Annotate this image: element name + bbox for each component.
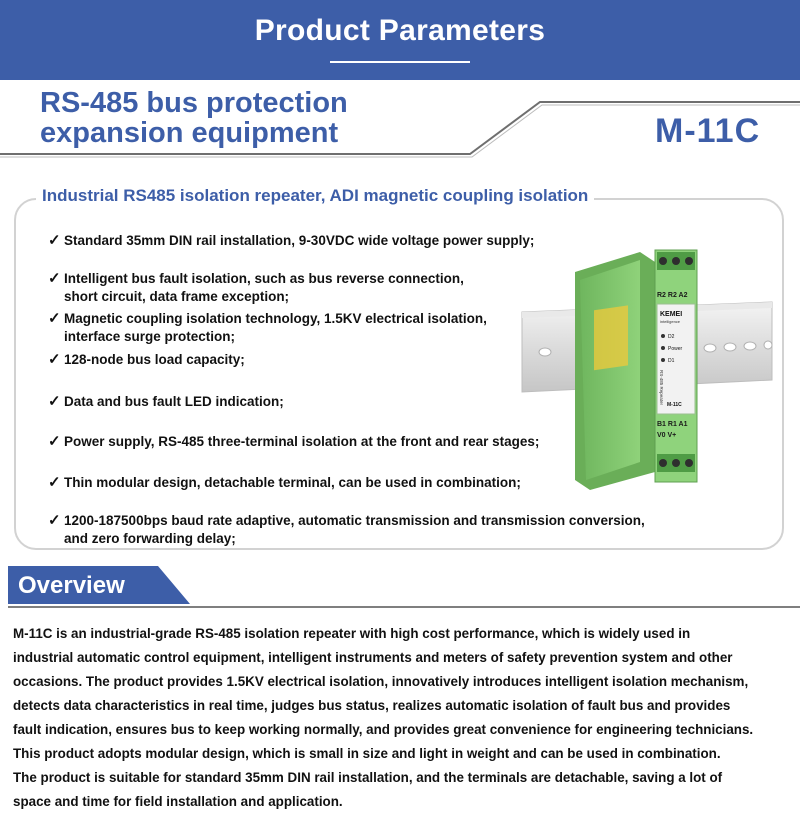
overview-banner: [8, 566, 800, 608]
feature-item: ✓Magnetic coupling isolation technology,…: [48, 310, 487, 344]
check-icon: ✓: [48, 351, 61, 368]
feature-item: ✓Power supply, RS-485 three-terminal iso…: [48, 433, 540, 450]
brand-sub-label: intelligence: [660, 319, 681, 324]
led-power-label: Power: [668, 346, 683, 352]
check-icon: ✓: [48, 393, 61, 410]
bottom-terminal-label-1: B1 R1 A1: [657, 421, 688, 428]
check-icon: ✓: [48, 474, 61, 491]
check-icon: ✓: [48, 232, 61, 249]
check-icon: ✓: [48, 270, 61, 287]
feature-item: ✓1200-187500bps baud rate adaptive, auto…: [48, 512, 645, 546]
model-name: M-11C: [655, 112, 761, 150]
page-title: Product Parameters: [254, 14, 546, 47]
feature-item: ✓Thin modular design, detachable termina…: [48, 474, 521, 491]
bottom-terminal-label-2: V0 V+: [657, 432, 676, 439]
overview-line: The product is suitable for standard 35m…: [13, 770, 723, 785]
overview-line: M-11C is an industrial-grade RS-485 isol…: [13, 626, 691, 641]
check-icon: ✓: [48, 512, 61, 529]
feature-item: ✓Intelligent bus fault isolation, such a…: [48, 270, 464, 304]
led-d2-label: D2: [668, 334, 675, 340]
overview-line: industrial automatic control equipment, …: [13, 650, 733, 665]
led-d1-label: D1: [668, 358, 675, 364]
check-icon: ✓: [48, 433, 61, 450]
device-module: R2 R2 A2 KEMEI intelligence D2 Power D1 …: [575, 249, 698, 490]
product-image: R2 R2 A2 KEMEI intelligence D2 Power D1 …: [521, 249, 773, 490]
product-title-line2: expansion equipment: [40, 117, 339, 149]
side-text-label: RS-485 Repeater: [659, 370, 664, 406]
overview-paragraph: M-11C is an industrial-grade RS-485 isol…: [13, 622, 793, 814]
overview-line: fault indication, ensures bus to keep wo…: [13, 722, 754, 737]
title-underline: [330, 61, 470, 63]
feature-item: ✓Data and bus fault LED indication;: [48, 393, 284, 410]
overview-line: space and time for field installation an…: [13, 794, 343, 809]
product-title-line1: RS-485 bus protection: [40, 87, 348, 119]
check-icon: ✓: [48, 310, 61, 327]
brand-label: KEMEI: [660, 311, 682, 318]
feature-item: ✓128-node bus load capacity;: [48, 351, 245, 368]
title-divider-lines: [0, 101, 800, 158]
top-terminal-label: R2 R2 A2: [657, 292, 688, 299]
overview-line: This product adopts modular design, whic…: [13, 746, 721, 761]
overview-line: detects data characteristics in real tim…: [13, 698, 731, 713]
overview-line: occasions. The product provides 1.5KV el…: [13, 674, 749, 689]
overview-title: Overview: [18, 572, 125, 599]
model-plate-label: M-11C: [667, 402, 682, 408]
header-banner: Product Parameters: [0, 0, 800, 80]
product-title: RS-485 bus protection expansion equipmen…: [40, 88, 348, 148]
features-subtitle: Industrial RS485 isolation repeater, ADI…: [36, 186, 595, 206]
feature-item: ✓Standard 35mm DIN rail installation, 9-…: [48, 232, 535, 249]
